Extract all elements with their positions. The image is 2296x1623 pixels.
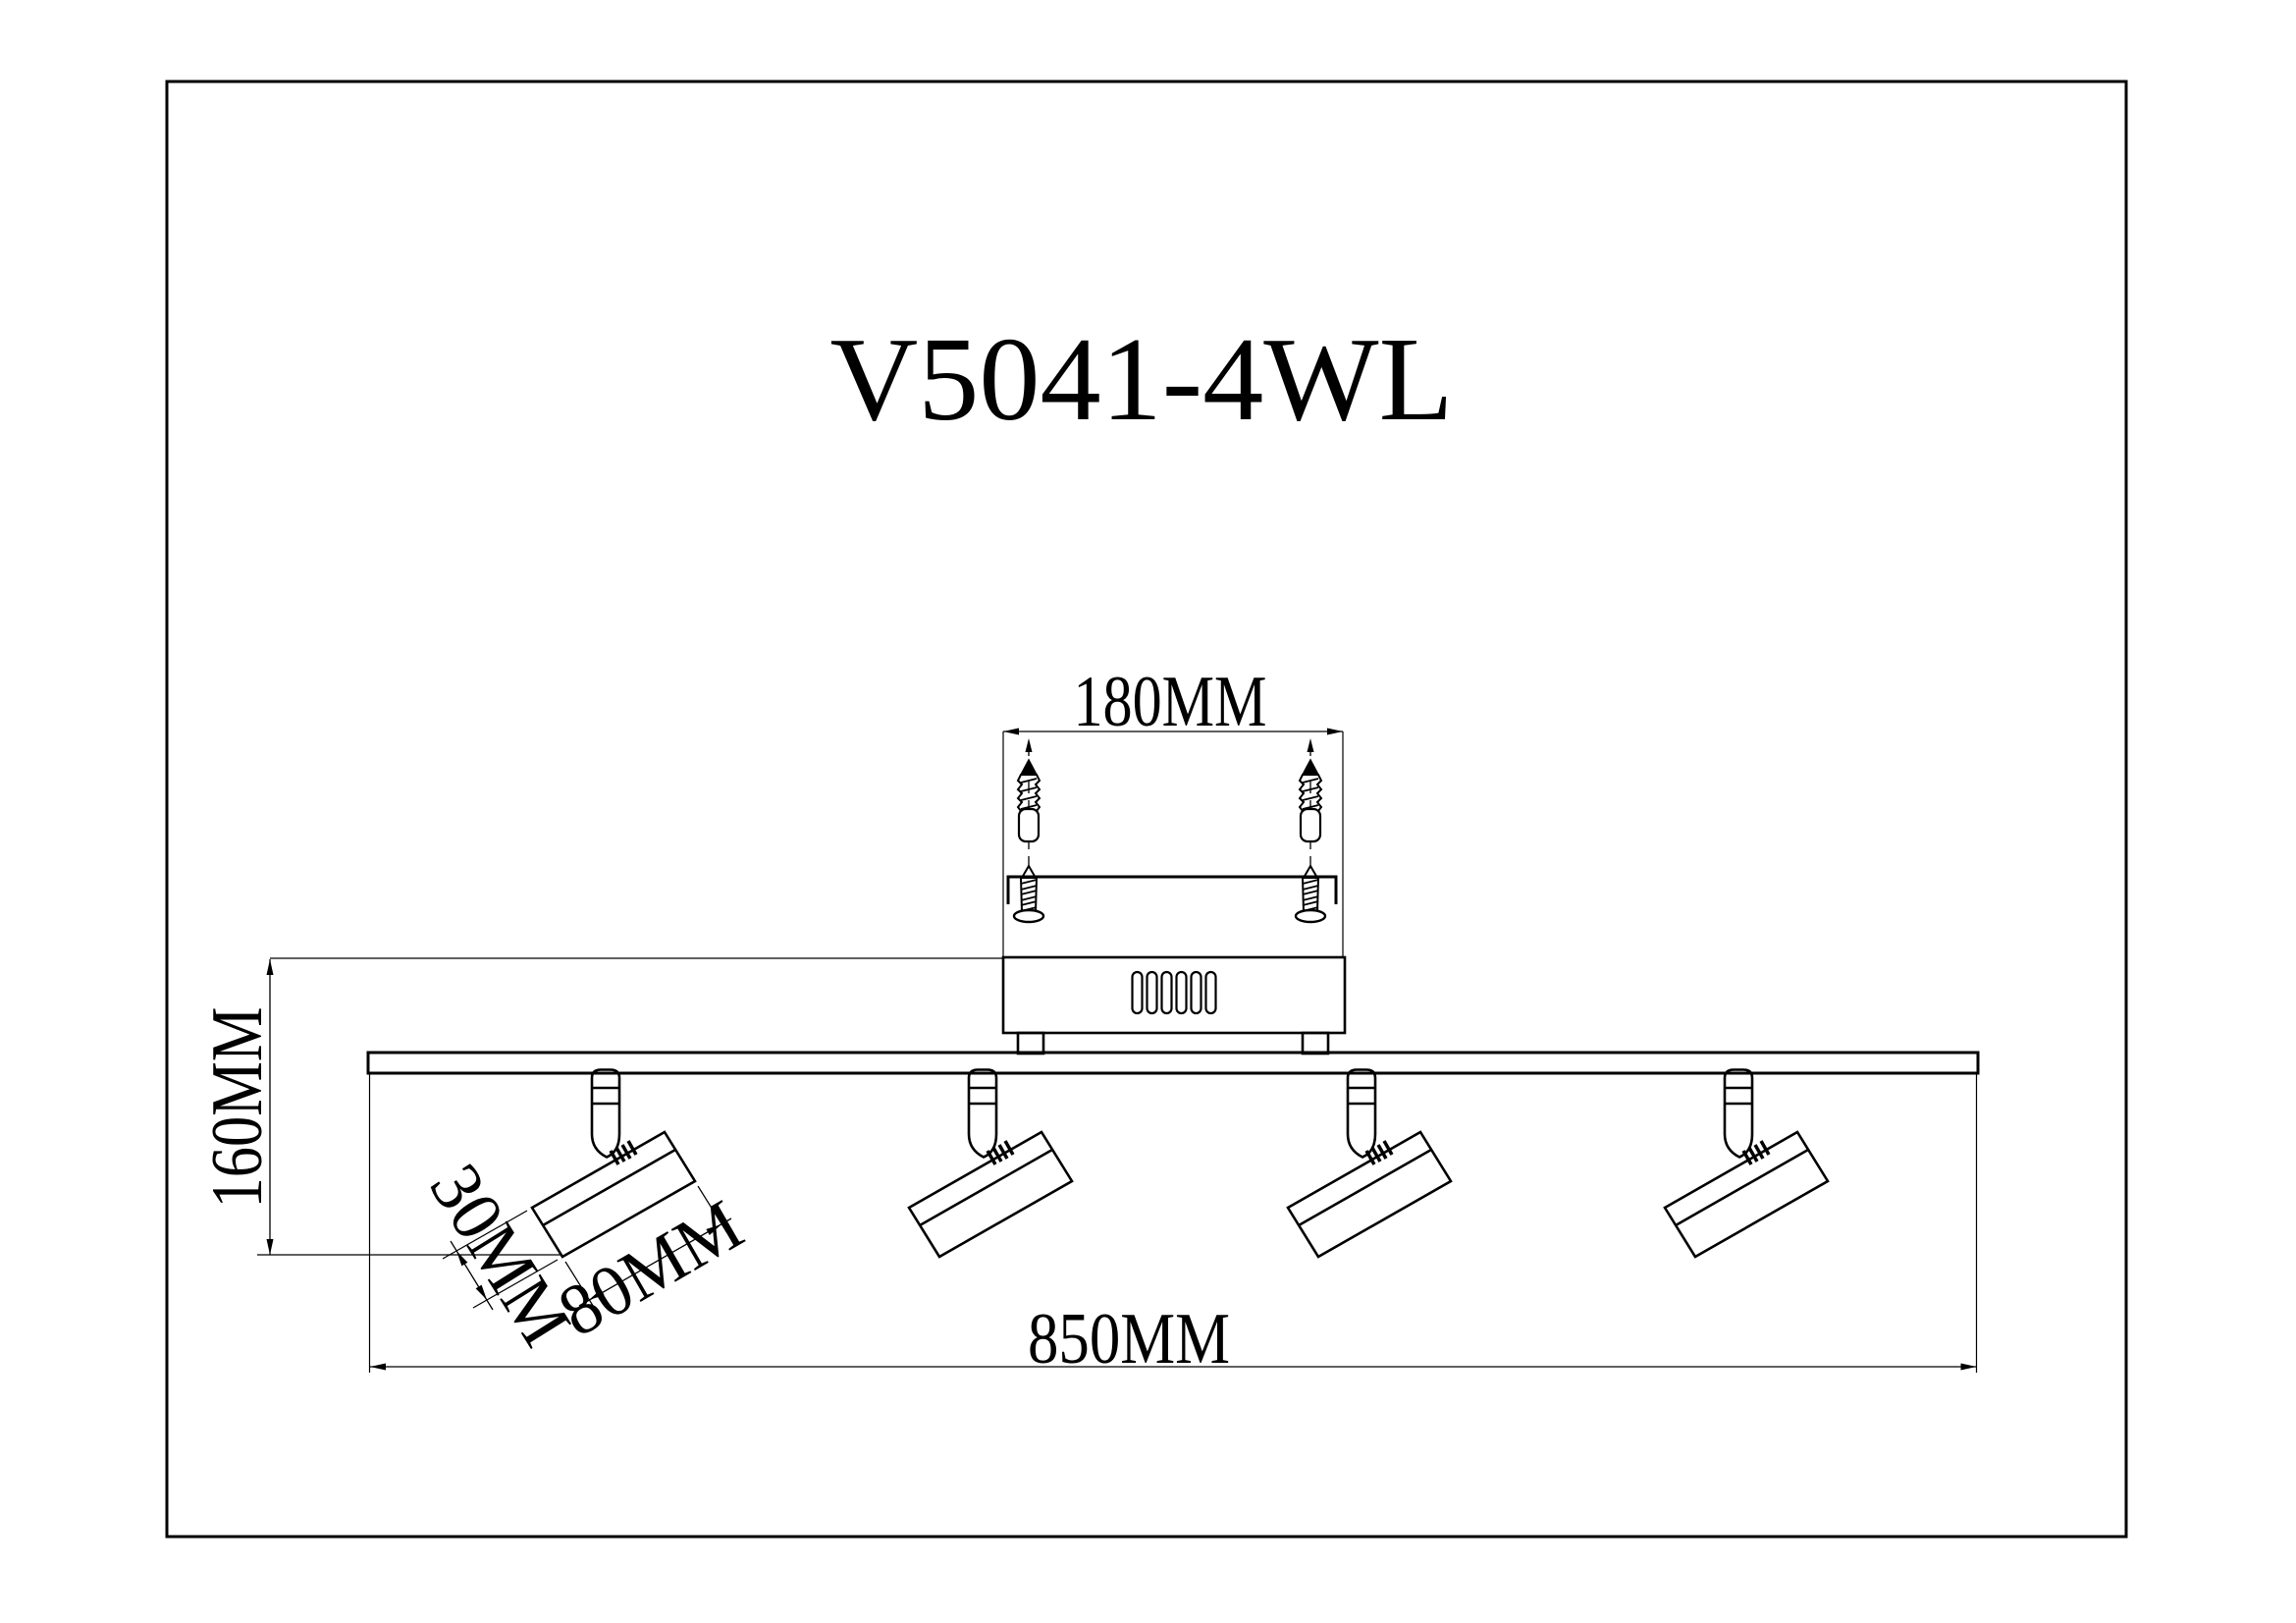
arrowhead [1003,728,1019,735]
spotlight [1663,1067,1830,1259]
spotlight-head [530,1130,697,1259]
arrowhead [456,1251,468,1267]
arrowhead [266,959,274,975]
dimension-160mm-label: 160MM [197,1007,278,1209]
anchor-and-screw [1294,736,1327,924]
spotlight [1286,1067,1453,1259]
spotlight-knuckle [609,1140,638,1165]
drawing-border [165,80,2128,1539]
arrowhead [266,1239,274,1255]
dimension-80mm: 80MM [546,1185,756,1353]
dimension-180mm: 180MM [1002,662,1344,957]
dimension-160mm: 160MM [197,957,1003,1256]
arrowhead [1327,728,1343,735]
fixture-bar [366,1051,1980,1075]
spotlight [530,1068,697,1259]
dimension-80mm-label: 80MM [546,1185,756,1353]
mounting-detail: 180MM [1001,662,1347,1055]
canopy-foot [1016,1031,1045,1055]
vent-slots [1131,970,1217,1015]
dimension-850mm-label: 850MM [1028,1299,1230,1380]
arrowhead [706,1224,721,1235]
dimension-180mm-label: 180MM [1074,662,1267,742]
mounting-bracket [1006,875,1338,904]
drawing-title: V5041-4WL [830,313,1454,446]
extension-line [564,1261,596,1310]
canopy-box [1001,955,1347,1035]
anchor-and-screw [1012,738,1045,924]
canopy-foot [1301,1031,1330,1055]
arrowhead [1960,1363,1977,1371]
spotlight-head-seam [542,1148,676,1227]
arrowhead [589,1289,605,1300]
dimension-80mm-line [578,1217,732,1307]
spotlight-stem [590,1068,621,1159]
dimension-850mm: 850MM [368,1073,1978,1380]
wall-anchor-icon [1016,758,1041,843]
screw-icon [1012,864,1045,924]
arrowhead [370,1363,386,1371]
arrowhead [475,1284,487,1300]
spotlight [907,1067,1074,1259]
extension-line [697,1185,728,1234]
